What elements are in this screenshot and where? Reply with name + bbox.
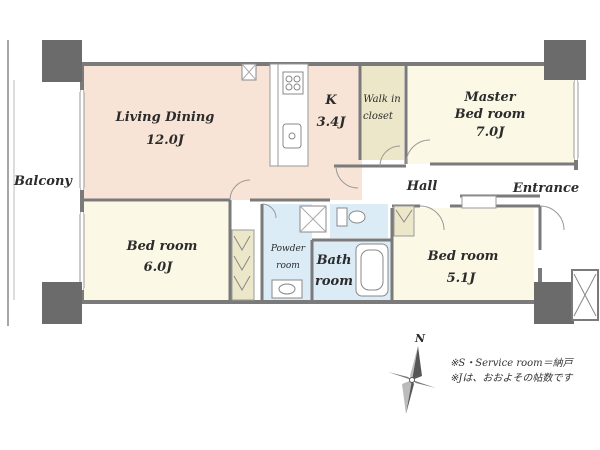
toilet xyxy=(336,207,366,227)
master-bedroom-floor xyxy=(406,64,574,164)
windows xyxy=(79,80,579,290)
bed-left-label: Bed room xyxy=(126,239,198,254)
entrance-label: Entrance xyxy=(512,181,579,196)
bed-left-size: 6.0J xyxy=(144,260,174,275)
bed-right-size: 5.1J xyxy=(447,271,477,286)
compass-icon xyxy=(388,346,436,414)
walkin-floor xyxy=(360,64,404,160)
master-bedroom-label-1: Master xyxy=(463,90,516,105)
powder-room-label-2: room xyxy=(276,261,300,271)
note-service-room: ※S・Service room＝納戸 xyxy=(450,357,575,369)
hall-label: Hall xyxy=(406,179,438,194)
compass-north-label: N xyxy=(414,332,426,345)
storage-closet-left xyxy=(231,229,255,301)
structural-pillars xyxy=(42,40,586,324)
bed-right-label: Bed room xyxy=(427,249,499,264)
bed-right-floor xyxy=(392,208,534,300)
shoe-closet xyxy=(461,195,497,209)
kitchen-label: K xyxy=(324,93,337,108)
wash-basin xyxy=(271,279,303,299)
walkin-label-2: closet xyxy=(363,111,394,122)
bath-room-label-1: Bath xyxy=(316,253,352,268)
storage-closet-right xyxy=(393,205,415,237)
powder-room-label-1: Powder xyxy=(270,244,306,254)
living-dining-size: 12.0J xyxy=(146,133,185,148)
note-jo-unit: ※Jは、おおよその帖数です xyxy=(450,372,573,384)
walkin-label-1: Walk in xyxy=(363,94,400,105)
bath-room-label-2: room xyxy=(315,274,353,289)
door-swings xyxy=(229,139,565,231)
master-bedroom-label-2: Bed room xyxy=(454,107,526,122)
kitchen-counter xyxy=(269,63,309,167)
balcony-label: Balcony xyxy=(13,174,73,189)
meter-box xyxy=(571,269,599,321)
interior-walls xyxy=(82,64,576,300)
bed-left-floor xyxy=(82,202,230,300)
kitchen-size: 3.4J xyxy=(317,115,347,130)
master-bedroom-size: 7.0J xyxy=(476,125,506,140)
living-dining-label: Living Dining xyxy=(115,110,215,125)
bathtub xyxy=(355,243,389,297)
